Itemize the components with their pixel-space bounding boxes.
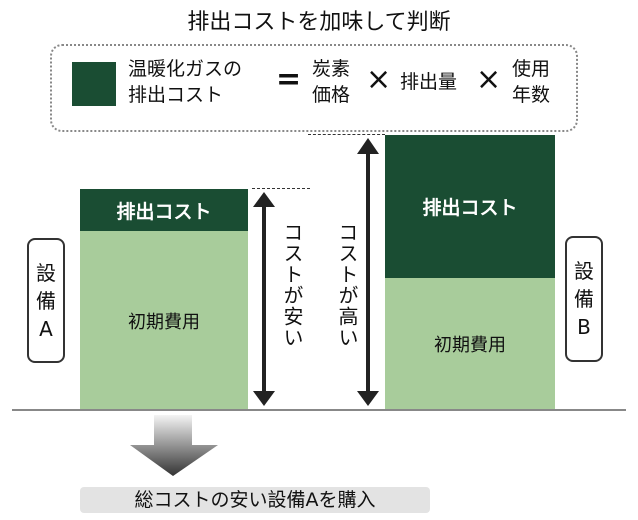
diagram-title: 排出コストを加味して判断 xyxy=(187,10,451,35)
equipment-a-top-guide xyxy=(252,188,310,189)
equipment-a-label: 設備A xyxy=(27,238,65,363)
years-line1: 使用 xyxy=(512,58,551,80)
formula-box xyxy=(50,44,578,132)
equipment-b-cost-note: コストが高い xyxy=(335,222,359,348)
emission-legend-swatch xyxy=(72,62,116,106)
formula-carbon-price: 炭素 価格 xyxy=(312,56,350,108)
baseline xyxy=(12,409,626,411)
formula-lhs-line2: 排出コスト xyxy=(128,84,224,106)
equipment-b-label: 設備B xyxy=(565,236,603,362)
equipment-b-top-guide xyxy=(308,134,385,135)
equipment-a-cost-note: コストが安い xyxy=(280,222,304,348)
carbon-price-line2: 価格 xyxy=(312,84,351,106)
carbon-price-line1: 炭素 xyxy=(312,58,351,80)
formula-lhs: 温暖化ガスの 排出コスト xyxy=(128,56,242,108)
formula-lhs-line1: 温暖化ガスの xyxy=(128,58,243,80)
equipment-b-label-text: 設備B xyxy=(574,259,594,339)
equipment-b-emission-cost: 排出コスト xyxy=(385,135,555,278)
formula-years-of-use: 使用 年数 xyxy=(512,56,550,108)
years-line2: 年数 xyxy=(512,84,551,106)
equipment-a-emission-cost: 排出コスト xyxy=(80,189,248,231)
result-down-arrow-icon xyxy=(130,415,218,476)
cost-b-double-arrow-icon xyxy=(357,138,379,406)
equipment-a-initial-cost: 初期費用 xyxy=(80,231,248,410)
equipment-b-initial-cost: 初期費用 xyxy=(385,278,555,410)
equipment-a-label-text: 設備A xyxy=(36,260,56,341)
times-sign-2: × xyxy=(476,62,502,97)
conclusion-box: 総コストの安い設備Aを購入 xyxy=(80,487,430,513)
formula-emission-amount: 排出量 xyxy=(400,71,458,93)
equals-sign: = xyxy=(276,62,302,97)
cost-a-double-arrow-icon xyxy=(253,192,275,406)
times-sign-1: × xyxy=(366,62,392,97)
